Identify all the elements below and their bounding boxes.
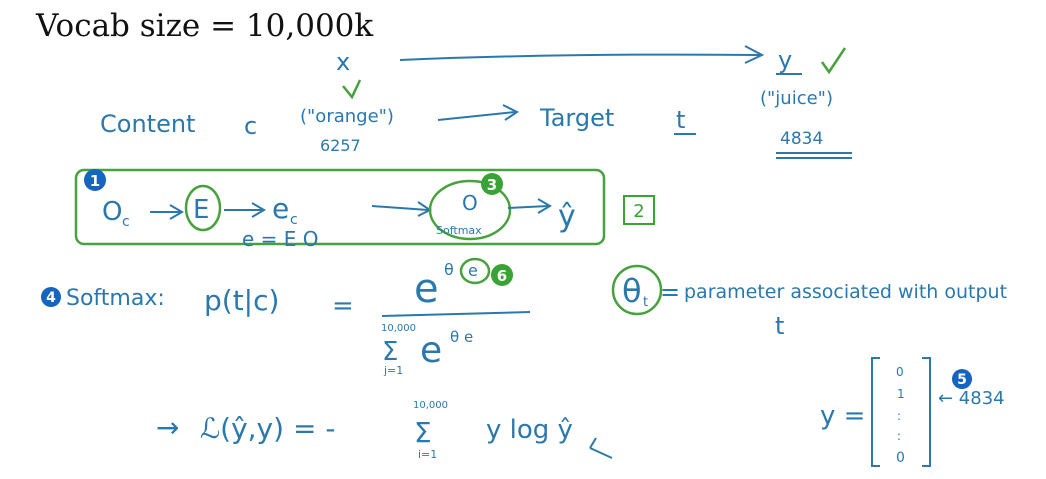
target-index: 4834 xyxy=(780,129,823,149)
badge-5 xyxy=(952,369,972,389)
embedding-matrix-e: E xyxy=(193,195,209,225)
x-to-y-arrow xyxy=(399,53,761,61)
theta-description-t: t xyxy=(775,312,784,340)
onehot-entry-1: 1 xyxy=(897,387,905,401)
numerator-ec: e xyxy=(468,261,478,280)
loss-arrow: → xyxy=(156,411,179,444)
softmax-equals: = xyxy=(332,291,354,321)
onehot-entry-4: 0 xyxy=(896,450,905,466)
embedding-equation: e = E O xyxy=(242,227,319,251)
softmax-heading: Softmax: xyxy=(66,286,165,311)
target-word: ("juice") xyxy=(760,88,833,109)
denominator-e: e xyxy=(420,330,442,371)
onehot-lhs: y = xyxy=(820,401,865,431)
y-hat: ŷ xyxy=(558,199,576,234)
embedding-e-sub: c xyxy=(290,212,298,228)
theta-t: θ xyxy=(622,272,642,310)
onehot-entry-2: : xyxy=(897,409,901,423)
loss-rhs: y log ŷ xyxy=(486,415,573,445)
badge-3-label: 3 xyxy=(487,176,497,194)
checkmark-x xyxy=(342,79,362,100)
denominator-sum-lower: j=1 xyxy=(383,364,403,377)
badge-5-label: 5 xyxy=(957,372,967,388)
c-label: c xyxy=(244,112,257,140)
context-to-target-arrowhead xyxy=(502,104,519,121)
badge-3 xyxy=(481,173,503,195)
onehot-entry-3: : xyxy=(897,429,901,443)
embedding-matrix-circle xyxy=(184,184,222,232)
onehot-pointer: ← 4834 xyxy=(938,388,1005,409)
softmax-o: O xyxy=(462,191,478,215)
loss-sum: Σ xyxy=(414,416,432,449)
arrowhead-o-to-e xyxy=(169,204,184,220)
x-to-y-arrowhead xyxy=(744,45,765,64)
softmax-unit-circle xyxy=(428,179,512,241)
context-index: 6257 xyxy=(320,136,361,155)
denominator-sum: Σ xyxy=(382,337,398,367)
pipeline-box xyxy=(74,168,606,246)
x-label: x xyxy=(336,48,350,76)
badge-4-label: 4 xyxy=(46,290,56,306)
theta-t-circle xyxy=(611,264,663,316)
embedding-circle-6 xyxy=(459,257,491,285)
denominator-sum-upper: 10,000 xyxy=(381,323,416,334)
badge-4 xyxy=(41,287,61,307)
loss-pointer-arrow xyxy=(589,437,613,459)
badge-2 xyxy=(623,195,655,225)
t-label: t xyxy=(676,106,685,134)
onehot-right-bracket xyxy=(922,357,931,467)
arrow-softmax-to-yhat xyxy=(507,205,549,209)
content-label: Content xyxy=(100,110,195,138)
arrowhead-e-to-ec xyxy=(251,202,266,218)
denominator-exponent: θ e xyxy=(450,328,473,346)
badge-2-label: 2 xyxy=(633,201,644,222)
onehot-entry-0: 0 xyxy=(896,365,904,379)
one-hot-o-sub: c xyxy=(122,214,130,230)
badge-6-label: 6 xyxy=(497,267,507,285)
context-to-target-arrow xyxy=(437,111,516,121)
arrowhead-softmax-to-yhat xyxy=(537,198,552,214)
loss-sum-upper: 10,000 xyxy=(413,400,448,411)
arrow-ec-to-softmax xyxy=(371,205,429,211)
probability-lhs: p(t|c) xyxy=(204,284,279,317)
loss-sum-lower: i=1 xyxy=(418,448,437,461)
y-label: y xyxy=(778,46,792,74)
badge-1 xyxy=(84,169,106,191)
numerator-e: e xyxy=(414,266,439,312)
softmax-label: Softmax xyxy=(436,224,482,237)
numerator-theta: θ xyxy=(444,260,454,279)
page-title: Vocab size = 10,000k xyxy=(36,8,374,44)
one-hot-o: O xyxy=(102,197,122,227)
theta-description: parameter associated with output xyxy=(684,281,1007,303)
target-label: Target xyxy=(539,104,614,132)
context-word: ("orange") xyxy=(300,106,394,127)
theta-t-sub: t xyxy=(643,295,648,310)
loss-lhs: ℒ(ŷ,y) = - xyxy=(200,412,335,445)
theta-equals: = xyxy=(660,278,680,306)
badge-6 xyxy=(491,264,513,286)
fraction-bar xyxy=(381,311,531,317)
checkmark-y xyxy=(820,47,847,75)
onehot-left-bracket xyxy=(871,357,880,467)
badge-1-label: 1 xyxy=(90,172,100,190)
embedding-e: e xyxy=(272,192,289,225)
